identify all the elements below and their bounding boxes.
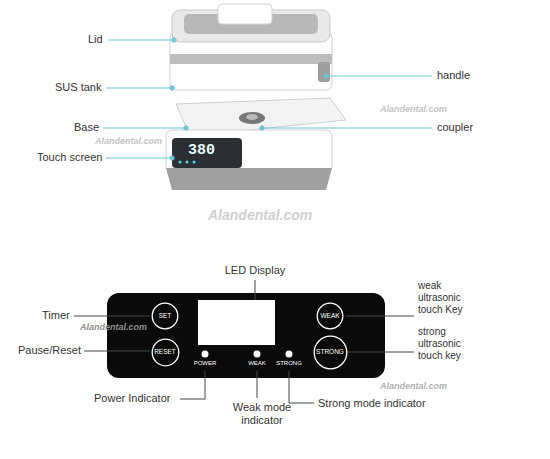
button-label: SET — [159, 313, 172, 320]
indicator-label: STRONG — [276, 360, 302, 366]
watermark: Alandental.com — [380, 104, 447, 114]
part-label: coupler — [437, 121, 473, 134]
callout-label: Pause/Reset — [18, 344, 81, 357]
touch-button: RESET — [151, 338, 180, 367]
button-label: RESET — [154, 349, 176, 356]
button-circle — [317, 303, 343, 329]
part-label: Base — [74, 121, 99, 134]
panel-leader-lines — [74, 280, 414, 403]
watermark: Alandental.com — [95, 136, 162, 146]
cleaner-illustration — [166, 4, 346, 190]
watermark: Alandental.com — [80, 322, 147, 332]
touch-button: SET — [151, 302, 179, 330]
indicator-label: POWER — [194, 360, 217, 366]
callout-label: Weak mode indicator — [222, 401, 302, 427]
button-circle — [152, 303, 178, 329]
button-circle — [314, 336, 347, 369]
indicator-label: WEAK — [248, 360, 266, 366]
button-label: STRONG — [316, 349, 344, 356]
part-label: handle — [437, 69, 470, 82]
part-label: Touch screen — [37, 151, 102, 164]
callout-label: Power Indicator — [94, 392, 170, 405]
button-circle — [152, 339, 179, 366]
watermark: Alandental.com — [380, 381, 447, 391]
watermark: Alandental.com — [208, 207, 312, 223]
callout-label: strong ultrasonic touch key — [418, 326, 478, 361]
touch-button: WEAK — [316, 302, 344, 330]
part-label: Lid — [88, 33, 103, 46]
callout-label: weak ultrasonic touch Key — [418, 280, 478, 315]
touch-button: STRONG — [313, 335, 348, 370]
display-digits: 380 — [188, 142, 215, 159]
control-panel: POWER WEAK STRONG SET WEAK RESET STRONG — [107, 293, 385, 378]
callout-label: Strong mode indicator — [318, 397, 426, 410]
part-label: SUS tank — [55, 81, 101, 94]
button-label: WEAK — [320, 313, 339, 320]
callout-label: Timer — [42, 309, 70, 322]
control-panel — [107, 293, 385, 378]
callout-label: LED Display — [205, 264, 305, 277]
